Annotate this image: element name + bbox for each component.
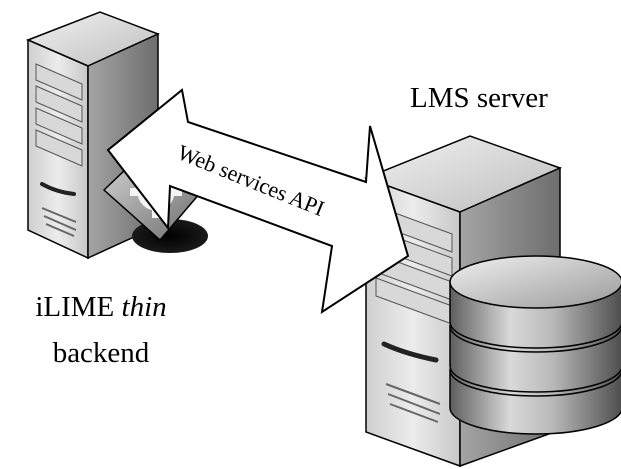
backend-label-prefix: iLIME (35, 291, 122, 323)
backend-label-line-2: backend (52, 337, 150, 369)
backend-label-emphasis: thin (121, 291, 167, 323)
backend-label-line-1: iLIME thin (10, 284, 192, 330)
lms-server-label: LMS server (410, 82, 548, 114)
backend-label: iLIME thin backend (10, 284, 192, 376)
left-server-vents (41, 207, 77, 237)
right-server-vents (385, 383, 441, 423)
right-server-slot (381, 341, 439, 363)
arrow-shape (106, 88, 410, 315)
bidirectional-arrow-icon: Web services API (106, 88, 410, 315)
database-cylinder-icon (449, 255, 621, 435)
left-server-drive-bays (35, 63, 83, 167)
left-server-slot (40, 182, 76, 196)
